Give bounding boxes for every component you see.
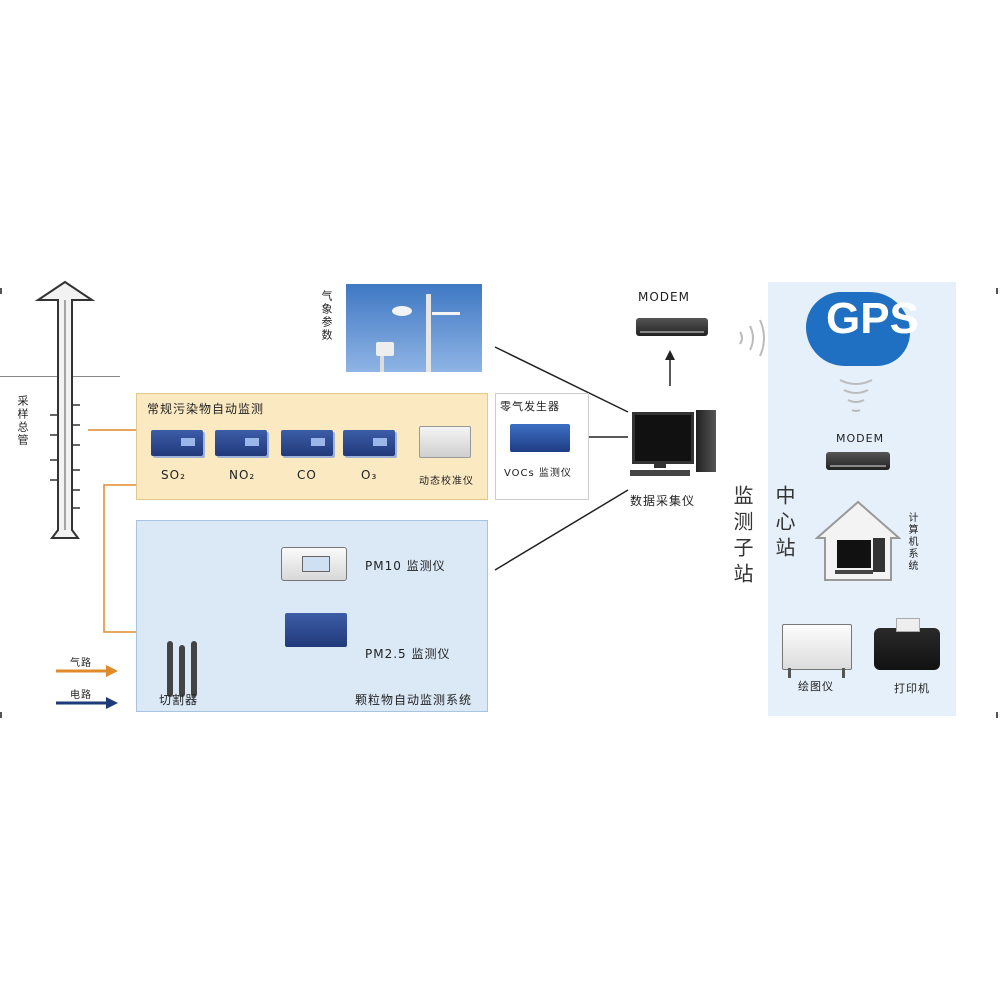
plotter-label: 绘图仪 (798, 680, 834, 693)
center-modem (826, 452, 890, 470)
plotter-icon (782, 624, 852, 670)
printer-paper (896, 618, 920, 632)
edge-mark-left-bottom (0, 712, 2, 718)
voc-instrument (510, 424, 570, 452)
edge-mark-right-top (996, 288, 998, 294)
pm10-label: PM10 监测仪 (365, 559, 446, 573)
substation-name: 监测子站 (730, 485, 754, 589)
substation-computer-label: 数据采集仪 (630, 494, 696, 508)
pm25-label: PM2.5 监测仪 (365, 647, 451, 661)
substation-modem (636, 318, 708, 336)
monitor-stand (654, 462, 666, 468)
pm10-monitor (281, 547, 347, 581)
printer-icon (874, 628, 940, 670)
o3-analyzer (343, 430, 395, 456)
co-label: CO (297, 468, 317, 482)
pm10-screen (302, 556, 330, 572)
plotter-leg-right (842, 668, 845, 678)
house-icon (815, 500, 901, 581)
calibration-unit (419, 426, 471, 458)
sampler-tube-3 (191, 641, 197, 697)
printer-label: 打印机 (894, 682, 930, 695)
weather-station-photo (346, 284, 482, 372)
no2-analyzer (215, 430, 267, 456)
o3-label: O₃ (361, 468, 378, 482)
weather-sensor-box (376, 342, 394, 356)
cloud-label: GPS (826, 294, 919, 343)
tower-case-icon (696, 410, 716, 472)
sampler-inlet (163, 641, 203, 697)
co-analyzer (281, 430, 333, 456)
weather-pole (380, 344, 384, 372)
gas-analyzers-panel: 常规污染物自动监测 SO₂ NO₂ CO O₃ 动态校准仪 (136, 393, 488, 500)
so2-label: SO₂ (161, 468, 186, 482)
center-station-name: 中心站 (772, 485, 796, 563)
legend-signal-arrow (56, 697, 118, 709)
substation-modem-label: MODEM (638, 290, 690, 304)
voc-bottom-label: VOCs 监测仪 (504, 468, 572, 479)
weather-mast (426, 294, 431, 372)
wireless-signal-icon (739, 319, 765, 357)
sampler-label: 切割器 (159, 693, 199, 707)
legend-gas-label: 气路 (70, 658, 92, 669)
monitor-icon (632, 412, 694, 464)
legend-gas-arrow (56, 665, 118, 677)
particulate-panel: PM10 监测仪 PM2.5 监测仪 切割器 颗粒物自动监测系统 (136, 520, 488, 712)
house-label: 计算机系统 (906, 512, 917, 572)
voc-top-label: 零气发生器 (500, 400, 560, 413)
sampling-manifold (34, 280, 96, 539)
voc-analyzer-box: 零气发生器 VOCs 监测仪 (495, 393, 589, 500)
legend-signal-label: 电路 (70, 690, 92, 701)
manifold-label: 采样总管 (16, 395, 29, 447)
sampler-tube-2 (179, 645, 185, 697)
pm25-monitor (285, 613, 347, 647)
substation-computer (628, 408, 720, 480)
plotter-leg-left (788, 668, 791, 678)
calibrator-label: 动态校准仪 (419, 476, 474, 487)
center-modem-label: MODEM (836, 432, 885, 445)
gas-panel-title: 常规污染物自动监测 (147, 402, 265, 416)
edge-mark-left-top (0, 288, 2, 294)
wind-vane (432, 312, 460, 315)
edge-mark-right-bottom (996, 712, 998, 718)
cloud-icon (806, 292, 910, 366)
keyboard-icon (630, 470, 690, 476)
anemometer (392, 306, 412, 316)
weather-label: 气象参数 (320, 290, 333, 342)
particulate-panel-title: 颗粒物自动监测系统 (355, 693, 473, 707)
sampler-tube-1 (167, 641, 173, 697)
cloud-wireless-icon (839, 379, 873, 412)
no2-label: NO₂ (229, 468, 256, 482)
so2-analyzer (151, 430, 203, 456)
